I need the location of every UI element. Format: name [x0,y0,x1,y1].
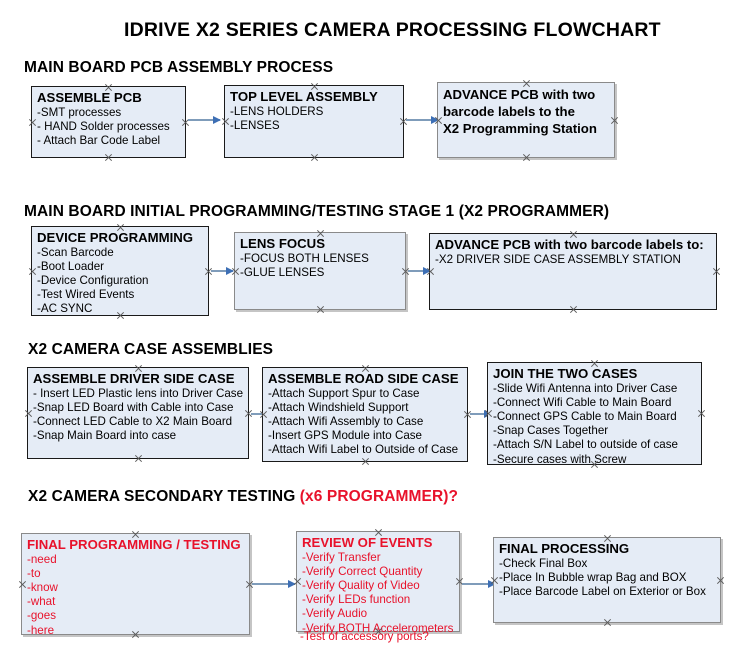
connector-handle-bottom[interactable] [522,153,531,162]
node-line: -Snap Main Board into case [33,429,177,443]
node-line: -Attach Windshield Support [268,400,409,414]
node-line: -know [27,580,58,594]
node-lens-focus[interactable]: LENS FOCUS -FOCUS BOTH LENSES -GLUE LENS… [234,232,406,310]
node-title: ASSEMBLE PCB [37,90,142,105]
node-line: -AC SYNC [37,302,93,316]
node-line: -Boot Loader [37,259,105,273]
node-line: -Scan Barcode [37,245,114,259]
node-line: -Snap Cases Together [493,424,609,438]
node-top-level-assembly[interactable]: TOP LEVEL ASSEMBLY -LENS HOLDERS -LENSES [224,85,404,158]
connector-handle-bottom[interactable] [603,618,612,627]
node-line: -here [27,623,55,637]
node-review-of-events[interactable]: REVIEW OF EVENTS -Verify Transfer -Verif… [296,531,460,635]
node-title: REVIEW OF EVENTS [302,535,433,550]
section-heading-1: MAIN BOARD PCB ASSEMBLY PROCESS [24,59,334,76]
node-line: -Verify LEDs function [302,593,411,607]
node-line: -LENS HOLDERS [230,104,324,118]
section-heading-3: X2 CAMERA CASE ASSEMBLIES [28,341,274,358]
node-line: -Attach Wifi Label to Outside of Case [268,443,459,457]
arrow-assemble-pcb-to-top-level [188,115,221,124]
connector-handle-bottom[interactable] [316,305,325,314]
node-advance-pcb-to-programming-station[interactable]: ADVANCE PCB with two barcode labels to t… [437,82,615,158]
node-title: LENS FOCUS [240,236,325,251]
node-title-line: barcode labels to the [443,104,575,119]
section-heading-4-accent: (x6 PROGRAMMER)? [299,488,459,505]
node-line: -Snap LED Board with Cable into Case [33,400,234,414]
node-line: -Verify Transfer [302,550,381,564]
connector-handle-bottom[interactable] [310,153,319,162]
node-line: - HAND Solder processes [37,119,170,133]
node-line: -goes [27,609,57,623]
node-title: FINAL PROCESSING [499,541,630,556]
node-line: -Place Barcode Label on Exterior or Box [499,584,706,598]
node-title-line: ADVANCE PCB with two [443,87,596,102]
arrow-final-programming-to-review-of-events [252,579,296,588]
node-title: ASSEMBLE DRIVER SIDE CASE [33,371,235,386]
node-line: -Verify Quality of Video [302,578,420,592]
node-line: -Attach S/N Label to outside of case [493,438,678,452]
node-line: -Verify Audio [302,607,368,621]
node-join-the-two-cases[interactable]: JOIN THE TWO CASES -Slide Wifi Antenna i… [487,362,702,466]
node-line: -Check Final Box [499,556,588,570]
arrow-review-of-events-to-final-processing [462,579,496,588]
node-line: -need [27,552,57,566]
node-line: -GLUE LENSES [240,265,325,279]
node-advance-pcb-to-driver-side-case[interactable]: ADVANCE PCB with two barcode labels to: … [429,233,717,310]
node-line: -Place In Bubble wrap Bag and BOX [499,570,687,584]
node-line: -Slide Wifi Antenna into Driver Case [493,381,678,395]
node-title: ADVANCE PCB with two barcode labels to: [435,237,704,252]
connector-handle-bottom[interactable] [104,153,113,162]
node-title-line: X2 Programming Station [443,121,597,136]
node-line: -Connect GPS Cable to Main Board [493,409,677,423]
node-line: -Verify Correct Quantity [302,564,423,578]
node-title: DEVICE PROGRAMMING [37,230,194,245]
node-line: -FOCUS BOTH LENSES [240,251,369,265]
node-line: -to [27,566,41,580]
node-title: ASSEMBLE ROAD SIDE CASE [268,371,459,386]
node-line: - Insert LED Plastic lens into Driver Ca… [33,386,244,400]
node-line: - Attach Bar Code Label [37,133,161,147]
node-line: -Attach Wifi Assembly to Case [268,414,424,428]
node-assemble-pcb[interactable]: ASSEMBLE PCB -SMT processes - HAND Solde… [31,86,186,158]
node-line-overflow: -Test of accessory ports? [300,630,429,643]
arrow-device-programming-to-lens-focus [211,266,234,275]
node-title: JOIN THE TWO CASES [493,366,638,381]
node-line: -Connect LED Cable to X2 Main Board [33,414,233,428]
node-line: -SMT processes [37,105,122,119]
node-line: -Test Wired Events [37,288,135,302]
page-title: IDRIVE X2 SERIES CAMERA PROCESSING FLOWC… [124,19,661,41]
node-assemble-driver-side-case[interactable]: ASSEMBLE DRIVER SIDE CASE - Insert LED P… [27,367,249,459]
node-line: -X2 DRIVER SIDE CASE ASSEMBLY STATION [435,252,681,266]
node-line: -what [27,595,56,609]
node-device-programming[interactable]: DEVICE PROGRAMMING -Scan Barcode -Boot L… [31,226,209,316]
node-line: -Device Configuration [37,273,149,287]
node-title: FINAL PROGRAMMING / TESTING [27,537,241,552]
arrow-top-level-to-advance-pcb [406,115,439,124]
node-assemble-road-side-case[interactable]: ASSEMBLE ROAD SIDE CASE -Attach Support … [262,367,468,462]
node-final-processing[interactable]: FINAL PROCESSING -Check Final Box -Place… [493,537,721,623]
section-heading-4-text: X2 CAMERA SECONDARY TESTING [28,488,300,505]
node-line: -Connect Wifi Cable to Main Board [493,395,672,409]
node-line: -Insert GPS Module into Case [268,429,423,443]
connector-handle-bottom[interactable] [134,454,143,463]
section-heading-2: MAIN BOARD INITIAL PROGRAMMING/TESTING S… [24,203,610,220]
node-line: -Attach Support Spur to Case [268,386,420,400]
node-line: -LENSES [230,118,280,132]
node-line: -Secure cases with Screw [493,452,627,466]
connector-handle-bottom[interactable] [569,305,578,314]
section-heading-4: X2 CAMERA SECONDARY TESTING (x6 PROGRAMM… [28,488,458,506]
node-line: -Verify BOTH Accelerometers [302,621,454,635]
node-final-programming-testing[interactable]: FINAL PROGRAMMING / TESTING -need -to -k… [21,533,250,637]
node-title: TOP LEVEL ASSEMBLY [230,89,378,104]
arrow-lens-focus-to-advance-pcb [408,266,431,275]
